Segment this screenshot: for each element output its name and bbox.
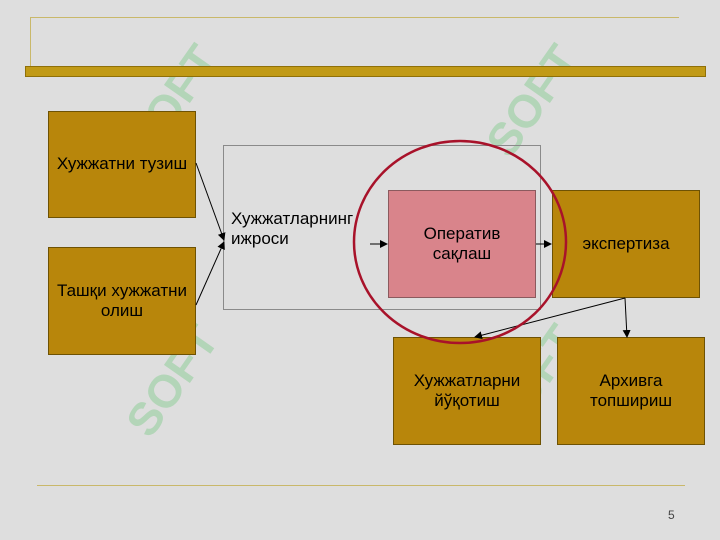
archive-transfer-box: Архивга топшириш	[557, 337, 705, 445]
arrow-receive-to-execution	[195, 241, 225, 306]
expertise-box: экспертиза	[552, 190, 700, 298]
receive-external-box: Ташқи хужжатни олиш	[48, 247, 196, 355]
page-number: 5	[668, 508, 675, 522]
expertise-label: экспертиза	[582, 233, 670, 253]
destroy-documents-box: Хужжатларни йўқотиш	[393, 337, 541, 445]
draft-document-box: Хужжатни тузиш	[48, 111, 196, 218]
title-bar	[25, 66, 706, 77]
receive-external-label: Ташқи хужжатни олиш	[56, 280, 188, 320]
arrow-expertise-to-destroy	[474, 297, 626, 340]
title-frame	[30, 17, 679, 66]
arrow-expertise-to-archive	[622, 297, 631, 338]
arrow-draft-to-execution	[195, 162, 226, 241]
draft-document-label: Хужжатни тузиш	[56, 154, 188, 174]
destroy-documents-label: Хужжатларни йўқотиш	[413, 370, 521, 410]
highlight-circle	[352, 139, 568, 345]
footer-line	[37, 485, 685, 486]
archive-transfer-label: Архивга топшириш	[590, 370, 672, 410]
operative-storage-box: Оператив сақлаш	[388, 190, 536, 298]
operative-storage-label: Оператив сақлаш	[423, 223, 501, 263]
execution-label: Хужжатларнинг ижроси	[231, 209, 354, 249]
